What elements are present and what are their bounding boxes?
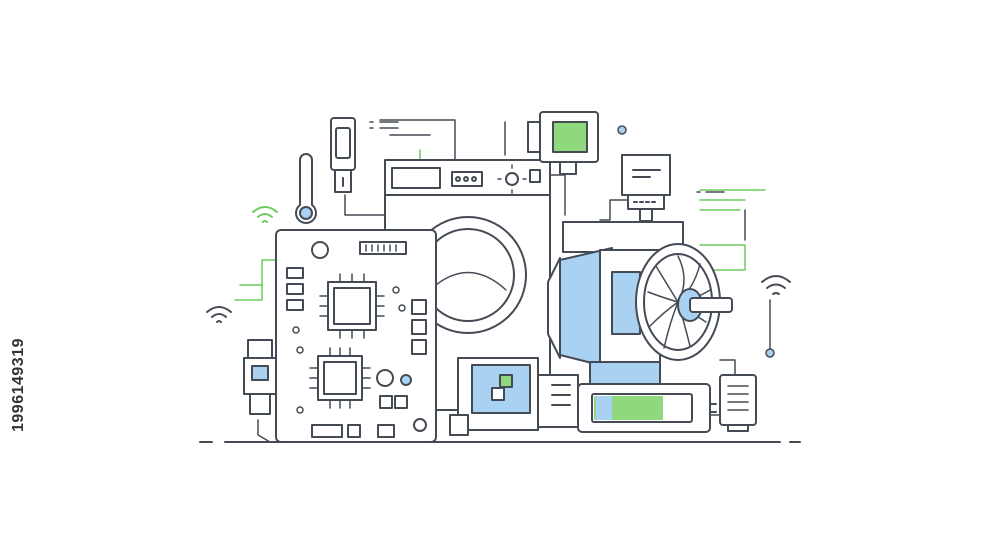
power-supply-icon bbox=[449, 357, 579, 436]
thermometer-icon bbox=[295, 153, 317, 224]
wifi-icon-left bbox=[206, 306, 232, 323]
circuit-board-icon bbox=[275, 229, 437, 443]
wifi-icon bbox=[252, 206, 278, 223]
usb-drive-icon bbox=[330, 117, 356, 193]
wifi-icon-right bbox=[761, 275, 791, 295]
monitor-icon bbox=[527, 111, 599, 175]
connector-icon bbox=[243, 339, 277, 415]
battery-icon bbox=[577, 383, 717, 433]
dash-lines bbox=[369, 121, 725, 193]
plug-icon bbox=[719, 374, 757, 432]
electric-motor-icon bbox=[547, 221, 733, 385]
meter-icon bbox=[621, 154, 671, 222]
microchip-icon bbox=[292, 273, 406, 414]
